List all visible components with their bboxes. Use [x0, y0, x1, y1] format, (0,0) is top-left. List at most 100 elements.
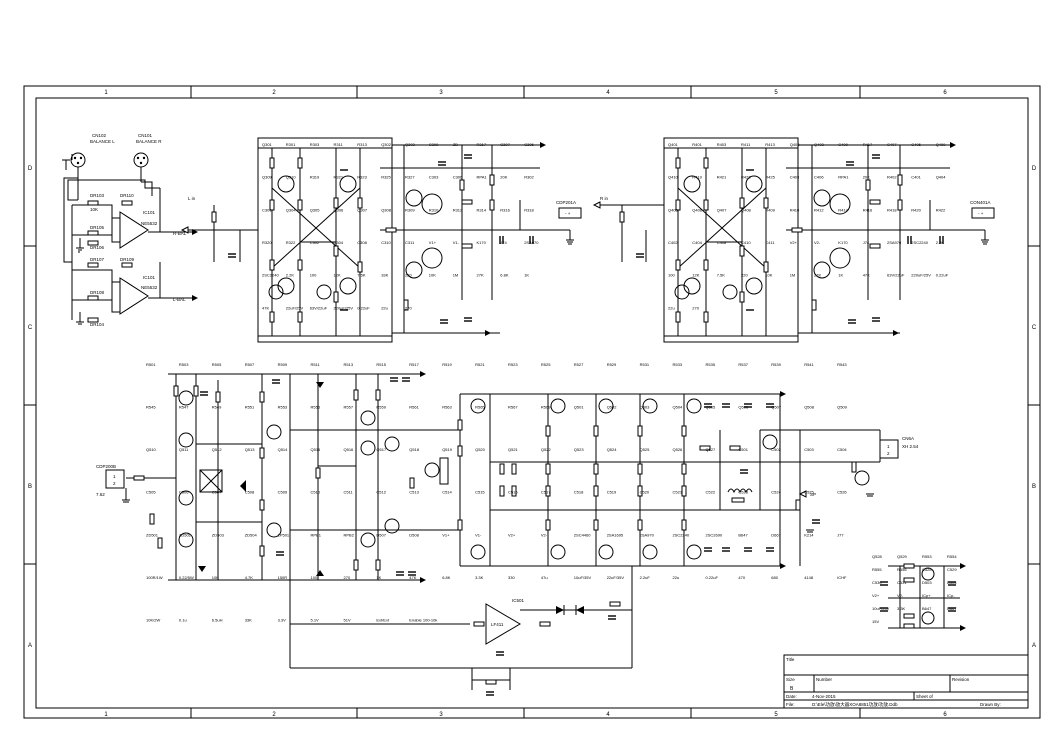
- power-amp-designator: R537: [738, 362, 748, 367]
- date-value: 4-Nov-2015: [812, 694, 836, 699]
- power-amp-designator: C503: [804, 447, 814, 452]
- preamp-l-designator: C309: [429, 142, 439, 147]
- preamp-l-designator: R317: [477, 142, 487, 147]
- preamp-r-designator: R402: [887, 175, 897, 180]
- preamp-l-designator: Q305: [310, 207, 321, 212]
- power-amp-designator: Q519: [442, 447, 453, 452]
- ic102-ref: IC101: [143, 275, 156, 280]
- power-amp-designator: C524: [771, 490, 781, 495]
- preamp-l-designator: Q309: [262, 175, 273, 180]
- row-label-left-a: A: [28, 643, 32, 649]
- power-amp-designator: Q516: [344, 447, 355, 452]
- row-label-right-a: A: [1032, 643, 1036, 649]
- preamp-l-designator: C301: [262, 207, 272, 212]
- preamp-l-designator: 2SA970: [524, 240, 539, 245]
- power-amp-section: IC501 LF411: [96, 362, 919, 696]
- preamp-r-designator: C406: [814, 175, 824, 180]
- power-amp-designator: B647: [738, 532, 748, 537]
- power-amp-designator: 270: [344, 575, 351, 580]
- psu-designator: 3.3K: [897, 606, 906, 611]
- power-amp-designator: Q522: [541, 447, 552, 452]
- preamp-r-designator: 2SC2240: [911, 240, 928, 245]
- power-amp-designator: R515: [376, 362, 386, 367]
- preamp-l-designator: Q304: [286, 207, 297, 212]
- power-amp-designator: 2SC2690: [706, 532, 723, 537]
- power-amp-designator: R521: [475, 362, 485, 367]
- power-amp-designator: C517: [541, 490, 551, 495]
- cn6-pin1: 1: [887, 444, 890, 449]
- number-label: Number: [816, 677, 833, 682]
- preamp-l-designator: 1M: [453, 273, 459, 278]
- power-amp-designator: C505: [146, 490, 156, 495]
- size-value: B: [790, 686, 794, 692]
- preamp-l-designator: R303: [310, 142, 320, 147]
- psu-designator: 15V: [872, 619, 879, 624]
- power-amp-designator: Enable 100-10k: [409, 617, 437, 622]
- power-amp-designator: 4148: [804, 575, 814, 580]
- preamp-r-designator: C410: [741, 240, 751, 245]
- power-amp-designator: Q526: [673, 447, 684, 452]
- col-label-top-5: 5: [774, 90, 778, 96]
- preamp-r-designator: R409: [765, 207, 775, 212]
- psu-designator: V2-: [897, 593, 904, 598]
- preamp-l-designator: Q301: [262, 142, 273, 147]
- preamp-r-designator: 0.22uF: [936, 273, 949, 278]
- power-amp-designator: K214: [804, 532, 814, 537]
- power-amp-designator: 4.7K: [245, 575, 254, 580]
- row-label-left-c: C: [28, 325, 33, 331]
- preamp-r-designator: 270: [692, 305, 699, 310]
- power-amp-designator: R511: [311, 362, 321, 367]
- power-amp-designator: Q518: [409, 447, 420, 452]
- power-amp-designator: C522: [706, 490, 716, 495]
- power-amp-designator: C514: [442, 490, 452, 495]
- power-amp-designator: RPB2: [344, 532, 355, 537]
- preamp-r-designator: V2-: [814, 240, 821, 245]
- r-in-label: R in: [600, 196, 608, 201]
- preamp-r-designator: R421: [717, 175, 727, 180]
- preamp-l-designator: 1K: [524, 273, 529, 278]
- power-amp-designator: 47K: [409, 575, 416, 580]
- clamp-diodes: [556, 605, 584, 615]
- file-value: D:\Ele\功放\放大器XOA8851功放\功放.Ddb: [812, 701, 898, 708]
- power-amp-designator: V2-: [541, 532, 548, 537]
- preamp-r-designator: 20K: [863, 175, 870, 180]
- power-amp-designator: R529: [607, 362, 617, 367]
- power-amp-designator: Q517: [376, 447, 387, 452]
- cdp200-note: 7.62: [96, 492, 105, 497]
- power-amp-designator: R551: [245, 405, 255, 410]
- preamp-r-designator: 47K: [863, 273, 870, 278]
- preamp-r-designator: Q404: [936, 175, 947, 180]
- power-amp-designator: 470: [738, 575, 745, 580]
- preamp-l-designator: Q302: [381, 142, 392, 147]
- power-amp-designator: C523: [738, 490, 748, 495]
- power-amp-designator: C521: [673, 490, 683, 495]
- cdp200-ref: CDP200B: [96, 464, 116, 469]
- sheet-label: Sheet of: [916, 694, 934, 699]
- dr104-label: DR104: [90, 322, 105, 327]
- power-amp-designator: Q504: [673, 405, 684, 410]
- power-amp-designator: 10K: [212, 575, 219, 580]
- power-amp-designator: C515: [475, 490, 485, 495]
- dr106-label: DR106: [90, 245, 105, 250]
- preamp-r-designator: V2+: [790, 240, 798, 245]
- col-label-top-2: 2: [272, 90, 276, 96]
- preamp-l-designator: 33K: [381, 273, 388, 278]
- l-in-label: L in: [188, 196, 196, 201]
- preamp-r-designator: 1K: [838, 273, 843, 278]
- power-amp-designator: R531: [640, 362, 650, 367]
- power-amp-designator: Q520: [475, 447, 486, 452]
- col-label-top-6: 6: [943, 90, 947, 96]
- power-amp-designator: Q510: [146, 447, 157, 452]
- psu-designator: R556: [897, 567, 907, 572]
- dr108-label: DR108: [90, 290, 105, 295]
- preamp-r-designator: R418: [887, 207, 897, 212]
- power-amp-designator: R513: [344, 362, 354, 367]
- preamp-l-designator: J74: [500, 240, 507, 245]
- power-amp-designator: J77: [837, 532, 844, 537]
- psu-designator: Q528: [872, 554, 883, 559]
- power-amp-designator: Q524: [607, 447, 618, 452]
- preamp-l-designator: 0.22uF: [357, 305, 370, 310]
- power-amp-designator: R549: [212, 405, 222, 410]
- power-amp-designator: R527: [574, 362, 584, 367]
- preamp-r-designator: 2SA970: [887, 240, 902, 245]
